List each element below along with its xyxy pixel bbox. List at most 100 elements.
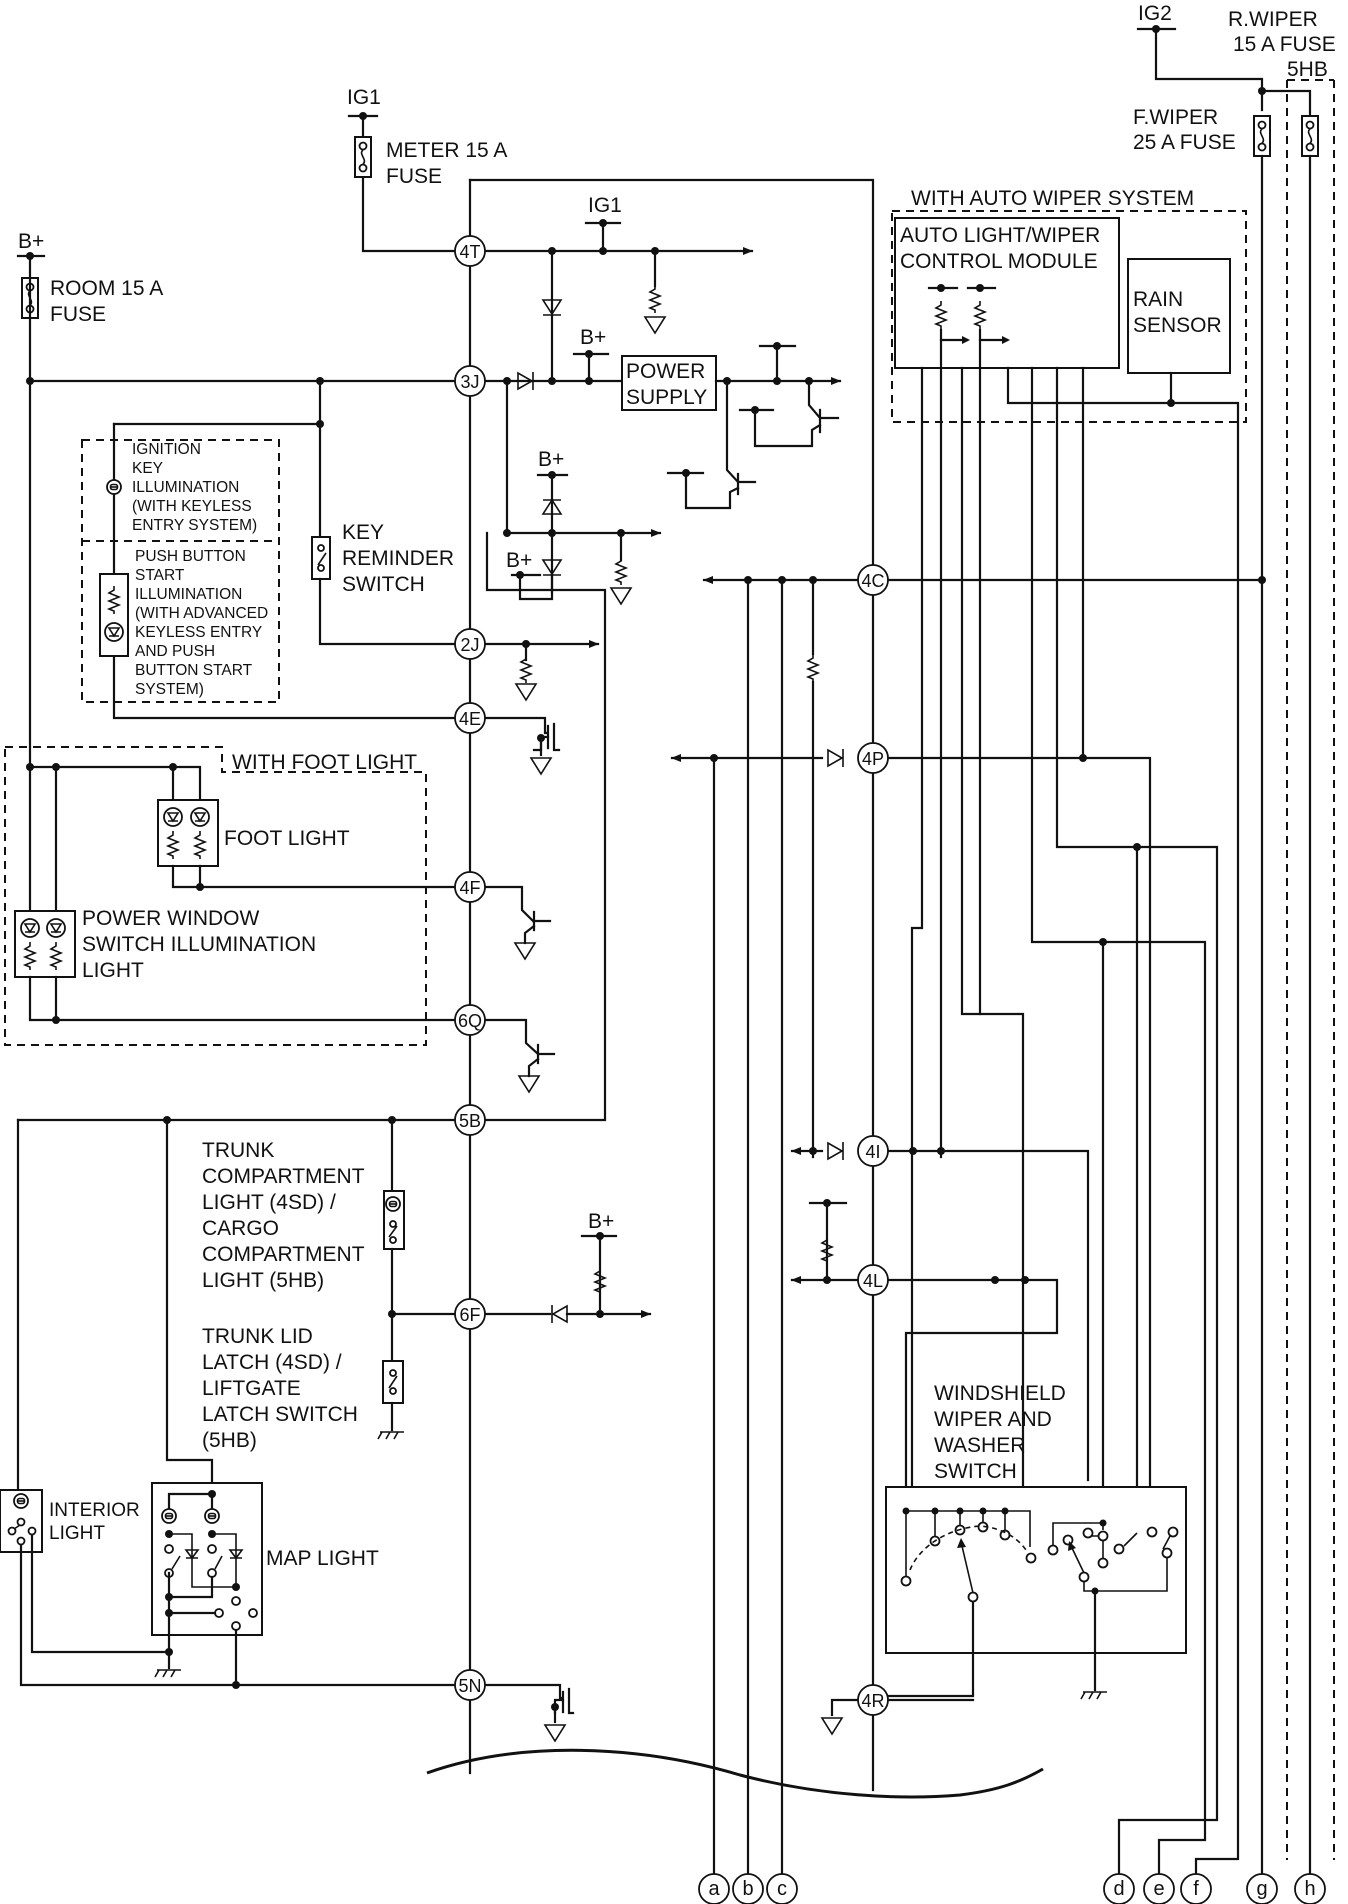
trunk-light-label-2: COMPARTMENT xyxy=(202,1165,365,1188)
connector-label: 4F xyxy=(459,878,480,898)
ig1-mid-label: IG1 xyxy=(588,194,622,217)
connector-2j: 2J xyxy=(454,628,486,660)
key-reminder-label-3: SWITCH xyxy=(342,573,425,596)
connector-label: 3J xyxy=(460,372,479,392)
connector-6q: 6Q xyxy=(454,1004,486,1036)
power-supply-circuit xyxy=(26,342,842,1122)
connectors: 4T 3J 2J 4E 4F 6Q 5B 6F 5N 4C 4P 4I 4L 4R xyxy=(454,235,889,1716)
bus-4l xyxy=(790,1199,1059,1527)
mosfet-5n xyxy=(483,1683,575,1742)
rain-sensor-label-2: SENSOR xyxy=(1133,314,1222,337)
connector-circle xyxy=(454,871,486,903)
connector-circle xyxy=(857,1264,889,1296)
auto-light-module-label-1: AUTO LIGHT/WIPER xyxy=(900,224,1100,247)
terminal-a: a xyxy=(698,1873,730,1904)
terminal-label: b xyxy=(742,1878,753,1900)
terminal-oval xyxy=(698,1873,730,1904)
push-button-label-5: KEYLESS ENTRY xyxy=(135,624,262,641)
connector-label: 4L xyxy=(863,1271,883,1291)
push-button-label-8: SYSTEM) xyxy=(135,681,204,698)
trunk-latch-label-1: TRUNK LID xyxy=(202,1325,313,1348)
interior-light-label-2: LIGHT xyxy=(49,1523,105,1544)
foot-light-group-label: WITH FOOT LIGHT xyxy=(232,751,417,774)
power-window-label-3: LIGHT xyxy=(82,959,144,982)
transistor-4f xyxy=(483,885,552,960)
bplus-label-4: B+ xyxy=(588,1210,614,1233)
wiper-switch-label-1: WINDSHIELD xyxy=(934,1382,1066,1405)
connector-5b: 5B xyxy=(454,1104,486,1136)
bplus-label-2: B+ xyxy=(538,448,564,471)
trunk-light-label-3: LIGHT (4SD) / xyxy=(202,1191,336,1214)
connector-label: 4I xyxy=(865,1142,880,1162)
connector-5n: 5N xyxy=(454,1669,486,1701)
ig2-label: IG2 xyxy=(1138,2,1172,25)
trunk-light-label-6: LIGHT (5HB) xyxy=(202,1269,324,1292)
f-wiper-fuse-label-2: 25 A FUSE xyxy=(1133,131,1236,154)
connector-label: 4R xyxy=(861,1691,884,1711)
wiper-switch-label-2: WIPER AND xyxy=(934,1408,1052,1431)
trunk-latch-label-3: LIFTGATE xyxy=(202,1377,301,1400)
meter-fuse-label-1: METER 15 A xyxy=(386,139,507,162)
terminal-e: e xyxy=(1143,1873,1175,1904)
connector-4f: 4F xyxy=(454,871,486,903)
connector-circle xyxy=(857,1135,889,1167)
r-wiper-fuse-label-1: R.WIPER xyxy=(1228,8,1318,31)
trunk-light-label-5: COMPARTMENT xyxy=(202,1243,365,1266)
connector-circle xyxy=(454,1104,486,1136)
room-bplus-label: B+ xyxy=(18,230,44,253)
terminal-label: e xyxy=(1153,1878,1164,1900)
terminal-f: f xyxy=(1180,1873,1212,1904)
terminal-oval xyxy=(1294,1873,1326,1904)
push-button-label-3: ILLUMINATION xyxy=(135,586,242,603)
connector-label: 5B xyxy=(459,1111,481,1131)
connector-4i: 4I xyxy=(857,1135,889,1167)
auto-wiper-group-label: WITH AUTO WIPER SYSTEM xyxy=(911,187,1194,210)
terminal-oval xyxy=(732,1873,764,1904)
terminal-label: a xyxy=(708,1878,720,1900)
trunk-light-label-4: CARGO xyxy=(202,1217,279,1240)
room-fuse-label-2: FUSE xyxy=(50,303,106,326)
room-fuse-circuit xyxy=(16,252,600,769)
connector-label: 4E xyxy=(459,709,481,729)
foot-light-label: FOOT LIGHT xyxy=(224,827,350,850)
f-wiper-fuse-label-1: F.WIPER xyxy=(1133,106,1218,129)
connector-label: 4T xyxy=(459,242,480,262)
connector-circle xyxy=(454,702,486,734)
connector-4e: 4E xyxy=(454,702,486,734)
connector-circle xyxy=(454,1669,486,1701)
connector-circle xyxy=(454,235,486,267)
connector-circle xyxy=(857,1684,889,1716)
ignition-key-label-4: (WITH KEYLESS xyxy=(132,498,252,515)
connector-circle xyxy=(454,1298,486,1330)
map-light-label: MAP LIGHT xyxy=(266,1547,379,1570)
transistor-6q xyxy=(483,1018,556,1093)
terminal-oval xyxy=(766,1873,798,1904)
meter-fuse-label-2: FUSE xyxy=(386,165,442,188)
push-button-label-6: AND PUSH xyxy=(135,643,215,660)
terminal-label: f xyxy=(1193,1878,1199,1900)
connector-label: 5N xyxy=(458,1676,481,1696)
push-button-label-2: START xyxy=(135,567,185,584)
terminal-c: c xyxy=(766,1873,798,1904)
r-wiper-variant-label: 5HB xyxy=(1287,58,1328,81)
r-wiper-fuse-label-2: 15 A FUSE xyxy=(1233,33,1336,56)
ignition-key-label-3: ILLUMINATION xyxy=(132,479,239,496)
connector-label: 4C xyxy=(861,571,884,591)
key-reminder-label-1: KEY xyxy=(342,521,384,544)
foot-light-circuit xyxy=(14,763,457,1024)
connector-3j: 3J xyxy=(454,365,486,397)
bus-4c xyxy=(702,576,1266,1876)
connector-label: 6F xyxy=(459,1305,480,1325)
wiper-washer-switch xyxy=(871,1486,1187,1700)
terminal-oval xyxy=(1143,1873,1175,1904)
power-supply-label-2: SUPPLY xyxy=(626,386,707,409)
push-button-label-7: BUTTON START xyxy=(135,662,253,679)
auto-wiper-system xyxy=(891,210,1247,1876)
ignition-key-label-2: KEY xyxy=(132,460,163,477)
connector-4t: 4T xyxy=(454,235,486,267)
key-reminder-label-2: REMINDER xyxy=(342,547,454,570)
ig1-top-label: IG1 xyxy=(347,86,381,109)
connector-label: 4P xyxy=(862,749,884,769)
bus-4p xyxy=(670,748,1085,1876)
